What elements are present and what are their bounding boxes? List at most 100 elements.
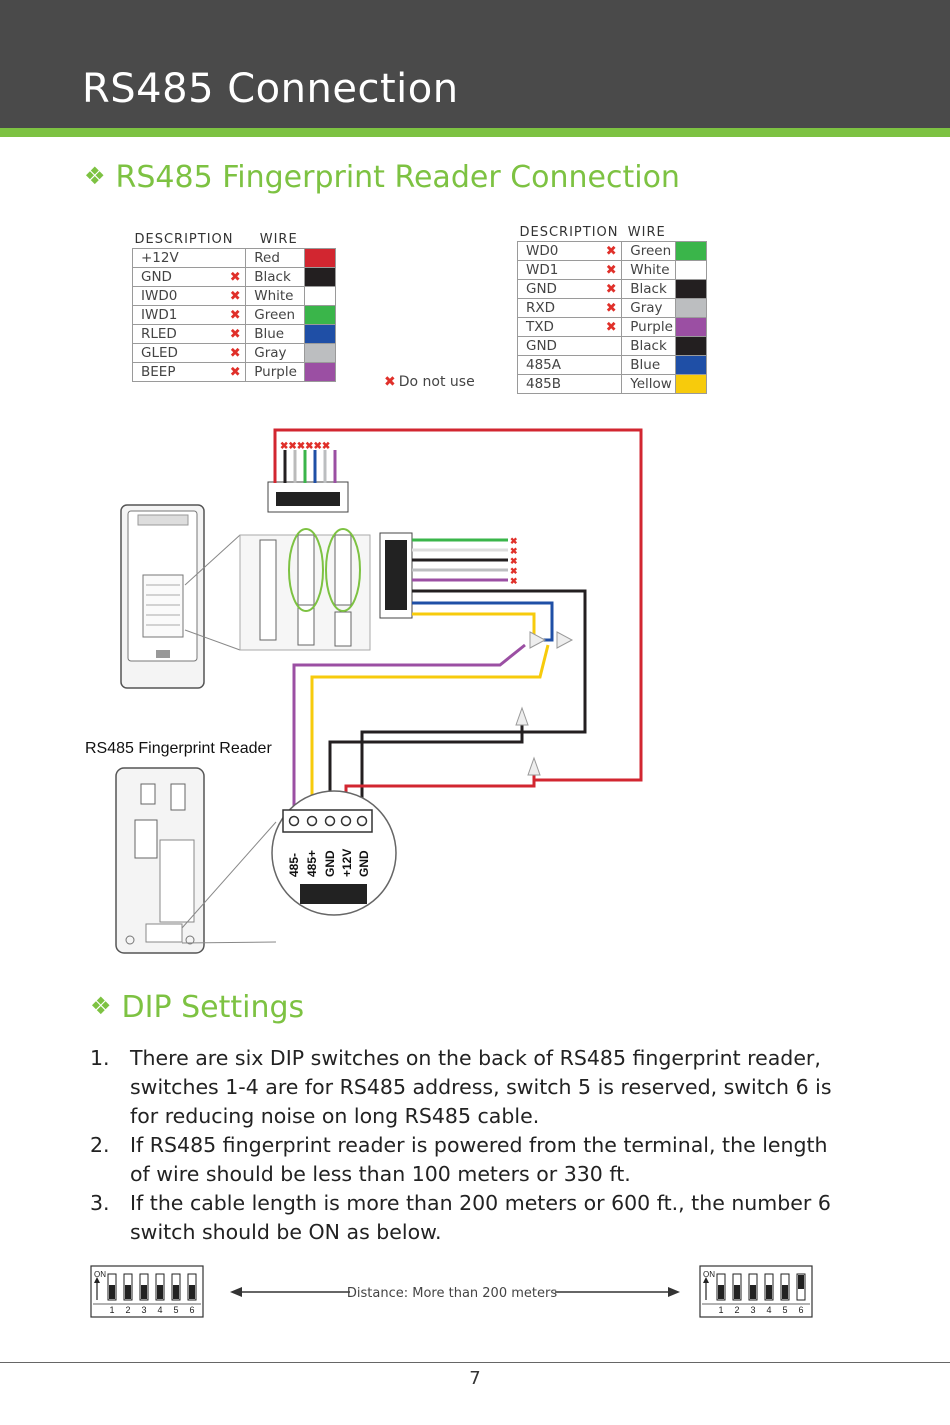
header-bar: RS485 Connection xyxy=(0,0,950,128)
wire-color-swatch xyxy=(304,362,336,382)
wire-color-name: Black xyxy=(621,279,676,299)
wire-color-swatch xyxy=(675,279,707,299)
table-row: RXD✖Gray xyxy=(517,298,707,318)
do-not-use-mark: ✖ xyxy=(225,324,246,344)
dip-switch: 4 xyxy=(155,1273,165,1315)
wire-color-name: Purple xyxy=(245,362,305,382)
column-header-wire: WIRE xyxy=(627,225,666,240)
svg-text:✖: ✖ xyxy=(510,566,518,576)
dip-switch: 3 xyxy=(748,1273,758,1315)
rs485-connector-illustration: ✖ ✖ ✖ ✖ ✖ xyxy=(379,532,518,619)
section-heading-dip: ❖ DIP Settings xyxy=(90,990,304,1025)
dip-switch: 3 xyxy=(139,1273,149,1315)
svg-text:✖: ✖ xyxy=(510,556,518,566)
wire-color-swatch xyxy=(304,267,336,287)
on-label: ON xyxy=(703,1270,715,1279)
diamond-bullet-icon: ❖ xyxy=(90,992,112,1020)
wire-color-name: Red xyxy=(245,248,305,268)
wire-color-name: Green xyxy=(245,305,305,325)
wire-description: GND xyxy=(517,336,602,356)
wire-description: TXD xyxy=(517,317,602,337)
wire-color-name: Black xyxy=(245,267,305,287)
list-item: 1.There are six DIP switches on the back… xyxy=(90,1046,832,1128)
svg-text:✖: ✖ xyxy=(510,546,518,556)
do-not-use-mark xyxy=(601,355,622,375)
wire-color-swatch xyxy=(675,374,707,394)
wire-color-name: Purple xyxy=(621,317,676,337)
wire-color-swatch xyxy=(675,260,707,280)
do-not-use-mark: ✖ xyxy=(601,241,622,261)
wire-color-name: Black xyxy=(621,336,676,356)
wire-color-name: Blue xyxy=(245,324,305,344)
do-not-use-mark xyxy=(225,248,246,268)
section-title: RS485 Fingerprint Reader Connection xyxy=(115,160,680,195)
svg-text:✖: ✖ xyxy=(510,536,518,546)
wire-description: WD0 xyxy=(517,241,602,261)
switch-number: 6 xyxy=(798,1305,803,1315)
wire-color-swatch xyxy=(304,343,336,363)
table-row: IWD1✖Green xyxy=(132,305,336,325)
do-not-use-mark xyxy=(601,374,622,394)
wire-color-swatch xyxy=(304,248,336,268)
table-row: GLED✖Gray xyxy=(132,343,336,363)
table-row: TXD✖Purple xyxy=(517,317,707,337)
wire-color-swatch xyxy=(675,298,707,318)
do-not-use-mark: ✖ xyxy=(225,305,246,325)
switch-number: 2 xyxy=(734,1305,739,1315)
wire-description: 485B xyxy=(517,374,602,394)
table-row: WD0✖Green xyxy=(517,241,707,261)
dip-instructions-list: 1.There are six DIP switches on the back… xyxy=(90,1044,850,1247)
wire-color-name: Blue xyxy=(621,355,676,375)
dip-switch: 4 xyxy=(764,1273,774,1315)
wire-color-name: White xyxy=(245,286,305,306)
wire-description: GND xyxy=(132,267,226,287)
wire-description: IWD0 xyxy=(132,286,226,306)
table-row: 485B Yellow xyxy=(517,374,707,394)
wire-color-swatch xyxy=(304,324,336,344)
column-header-description: DESCRIPTION xyxy=(519,225,619,240)
do-not-use-mark: ✖ xyxy=(225,286,246,306)
do-not-use-mark: ✖ xyxy=(225,267,246,287)
wire-color-swatch xyxy=(675,317,707,337)
wire-color-swatch xyxy=(304,286,336,306)
switch-number: 5 xyxy=(173,1305,178,1315)
page-title: RS485 Connection xyxy=(82,66,459,112)
do-not-use-mark: ✖ xyxy=(225,362,246,382)
switch-number: 1 xyxy=(718,1305,723,1315)
dip-switch: 1 xyxy=(107,1273,117,1315)
distance-label: Distance: More than 200 meters xyxy=(347,1286,557,1301)
switch-number: 2 xyxy=(125,1305,130,1315)
terminal-label: 485+ xyxy=(305,850,319,877)
svg-text:✖✖✖✖✖✖: ✖✖✖✖✖✖ xyxy=(280,441,330,452)
do-not-use-mark: ✖ xyxy=(225,343,246,363)
on-label: ON xyxy=(94,1270,106,1279)
switch-number: 3 xyxy=(750,1305,755,1315)
wire-color-name: Gray xyxy=(245,343,305,363)
table-row: GND Black xyxy=(517,336,707,356)
column-header-description: DESCRIPTION xyxy=(134,232,234,247)
wire-color-swatch xyxy=(675,241,707,261)
switch-number: 3 xyxy=(141,1305,146,1315)
header-accent-bar xyxy=(0,128,950,137)
list-item: 2.If RS485 fingerprint reader is powered… xyxy=(90,1133,828,1186)
do-not-use-mark xyxy=(601,336,622,356)
section-title: DIP Settings xyxy=(121,990,305,1025)
wire-color-name: Green xyxy=(621,241,676,261)
switch-number: 4 xyxy=(766,1305,771,1315)
switch-number: 1 xyxy=(109,1305,114,1315)
wire-color-name: Yellow xyxy=(621,374,676,394)
reader-label: RS485 Fingerprint Reader xyxy=(85,740,272,757)
section-heading-connection: ❖RS485 Fingerprint Reader Connection xyxy=(84,160,680,195)
table-row: IWD0✖White xyxy=(132,286,336,306)
dip-switch: 6 xyxy=(796,1273,806,1315)
do-not-use-mark: ✖ xyxy=(601,317,622,337)
dip-switch: 1 xyxy=(716,1273,726,1315)
table-row: GND✖Black xyxy=(517,279,707,299)
wire-description: BEEP xyxy=(132,362,226,382)
reader-device-front-illustration xyxy=(120,504,205,689)
